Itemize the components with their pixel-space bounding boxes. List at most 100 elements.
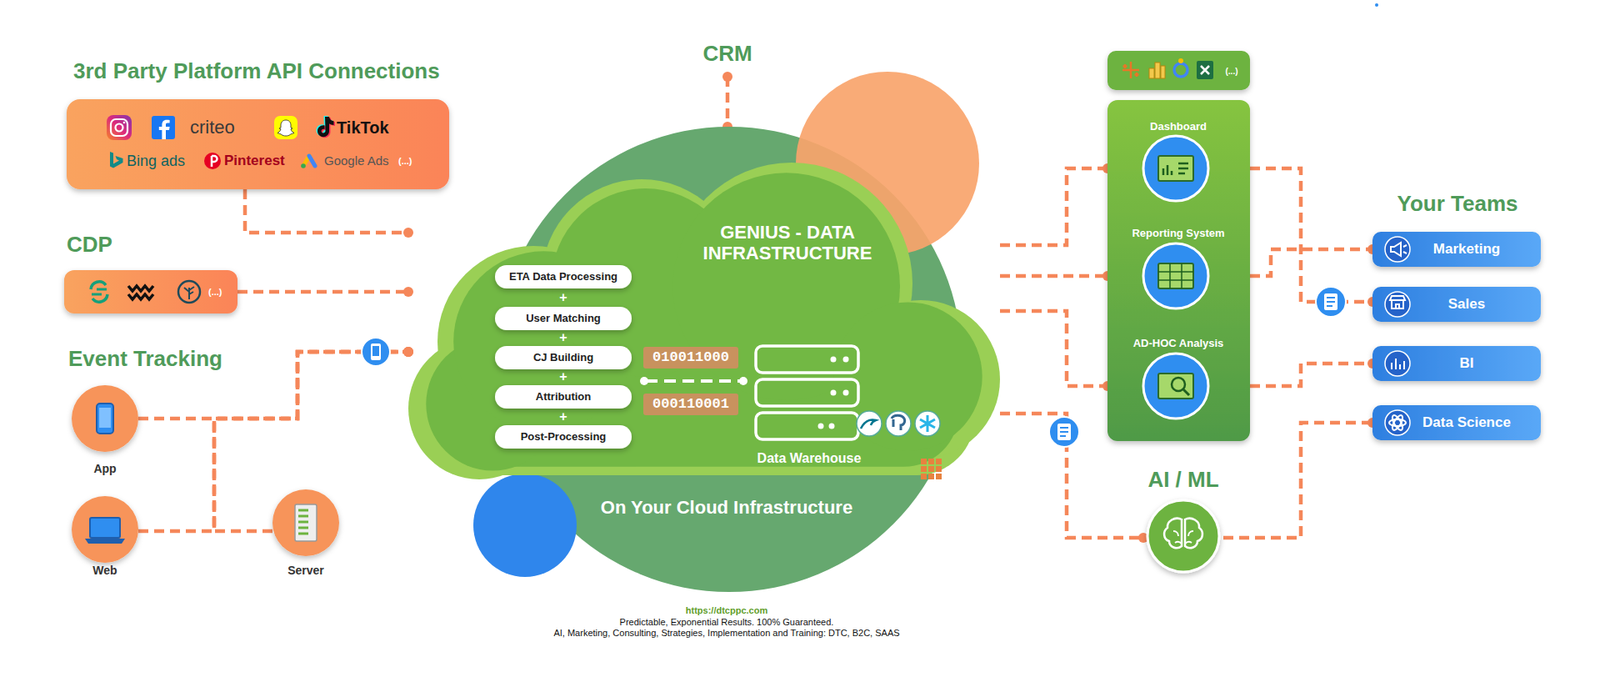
server-stack-icon	[830, 390, 837, 396]
bing-icon	[110, 151, 124, 169]
team-icon	[1385, 350, 1410, 376]
output-label: Reporting System	[1131, 227, 1225, 240]
web-circle	[71, 495, 139, 563]
process-label: User Matching	[525, 312, 601, 325]
cdp-panel	[64, 270, 238, 314]
source-circle: App	[71, 385, 139, 479]
cloud-shape	[408, 162, 1000, 480]
api-platforms-box: 3rd Party Platform API Connectionscriteo…	[66, 99, 450, 190]
team-box: Sales	[1372, 286, 1541, 322]
team-glyph	[1390, 413, 1405, 431]
app-circle	[96, 403, 114, 434]
section-heading: CDP	[66, 232, 113, 258]
ai-brain-icon	[1147, 500, 1220, 572]
dashboard-icon	[1163, 163, 1189, 175]
cloud-infra-circle: On Your Cloud InfrastructureGENIUS - DAT…	[496, 126, 962, 592]
tool-panel	[1107, 100, 1250, 441]
instagram-icon	[106, 115, 132, 140]
plus-sign: +	[559, 409, 567, 425]
process-pill: Post-Processing	[495, 425, 632, 449]
tiktok-icon	[317, 116, 335, 137]
ai-ml-node: AI / ML	[1143, 463, 1224, 575]
server-circle	[295, 504, 317, 541]
team-label: Sales	[1448, 295, 1485, 313]
tools-bar	[1122, 61, 1140, 79]
bing-icon	[110, 151, 124, 169]
cloud-title: GENIUS - DATA INFRASTRUCTURE	[683, 221, 892, 265]
web-circle	[85, 538, 125, 544]
database-logos	[891, 415, 905, 430]
dashed-connector	[138, 351, 409, 531]
process-pill	[495, 345, 632, 370]
cloud-shape	[833, 301, 983, 451]
blue-circle	[473, 473, 577, 577]
facebook-icon	[159, 120, 170, 140]
process-label: Attribution	[535, 390, 591, 404]
phone-badge	[372, 345, 380, 356]
tools-bar	[1107, 50, 1250, 90]
grid-icon	[935, 473, 942, 480]
plus-sign: +	[559, 290, 567, 305]
analysis-icon	[1143, 353, 1209, 419]
team-box: BI	[1372, 345, 1541, 381]
document-badge	[1315, 286, 1346, 317]
plus-sign: +	[559, 369, 567, 385]
source-label: Web	[92, 563, 117, 577]
tools-bar	[1122, 61, 1140, 79]
phone-badge	[361, 337, 390, 366]
tools-bar	[1196, 60, 1214, 80]
document-badge	[1326, 297, 1335, 306]
server-stack-icon	[818, 356, 850, 430]
database-logos	[860, 419, 876, 429]
output-item: Reporting System	[1107, 221, 1250, 312]
team-glyph	[1390, 295, 1405, 309]
corner-dot	[1375, 3, 1379, 7]
instagram-icon	[115, 124, 124, 132]
team-label: Marketing	[1433, 240, 1500, 258]
section-heading: Your Teams	[1397, 191, 1519, 217]
database-logos	[920, 415, 935, 432]
server-stack-icon	[755, 379, 859, 406]
analysis-icon	[1143, 353, 1209, 419]
process-pill	[495, 306, 632, 330]
app-circle	[99, 407, 111, 428]
footer-note: Predictable, Exponential Results. 100% G…	[620, 616, 835, 628]
process-pill	[495, 265, 632, 289]
grid-icon	[920, 465, 927, 472]
more-text: (...)	[398, 155, 413, 167]
server-circle	[298, 510, 309, 534]
section-heading: AI / ML	[1147, 467, 1219, 493]
instagram-icon	[106, 115, 132, 140]
binary-flow-line	[739, 376, 748, 385]
crm-node: CRM	[691, 40, 764, 77]
team-icon	[1385, 291, 1410, 317]
logo-text: criteo	[190, 116, 235, 138]
output-label: Dashboard	[1150, 120, 1207, 134]
source-circle: Server	[272, 489, 340, 580]
server-circle	[272, 489, 340, 556]
team-pill	[1372, 405, 1541, 440]
binary-flow-line	[645, 379, 742, 383]
more-text: (...)	[1225, 66, 1239, 77]
analysis-icon	[1171, 377, 1185, 391]
tiktok-icon	[316, 115, 336, 138]
dashed-connector	[1000, 310, 1108, 386]
data-infra-cloud: GENIUS - DATA INFRASTRUCTUREETA Data Pro…	[408, 160, 1000, 480]
pinterest-icon	[211, 155, 218, 167]
dashed-connector	[1000, 168, 1108, 245]
ai-brain-icon	[1147, 500, 1220, 572]
warehouse-label: Data Warehouse	[757, 450, 862, 466]
team-label: Data Science	[1422, 414, 1511, 431]
dashboard-icon	[1143, 135, 1209, 201]
process-pill: User Matching	[495, 306, 632, 330]
team-glyph	[1390, 242, 1407, 256]
logo-text: TikTok	[336, 118, 390, 138]
grid-icon	[928, 473, 935, 480]
database-logos	[885, 410, 911, 436]
tools-bar	[1174, 63, 1188, 77]
phone-badge	[370, 343, 381, 360]
grid-icon	[920, 458, 927, 465]
footer-url: https://dtcppc.com	[685, 605, 768, 616]
tool-panel	[1107, 100, 1250, 441]
dashed-connector	[245, 189, 409, 233]
